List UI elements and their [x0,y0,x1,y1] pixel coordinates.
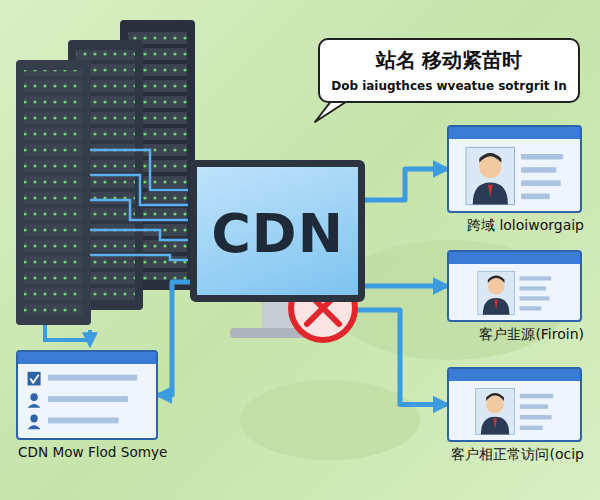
cdn-monitor: CDN [190,160,365,302]
data-wires [90,150,188,260]
bubble-note: Dob iaiugthces wveatue sotrgrit In [330,79,568,93]
user-icon [453,268,576,318]
flow-arrow [365,169,447,200]
checklist-icon [22,366,152,436]
browser-window: 客户韭源(Firoin) [447,250,582,322]
window-title-bar [449,127,580,139]
speech-bubble: 站名 移动紧苗时 Dob iaiugthces wveatue sotrgrit … [318,38,580,103]
window-label: 客户相正常访问(ocip [451,446,584,464]
window-label: CDN Mow Flod Somye [18,444,167,460]
cdn-label: CDN [211,207,344,261]
window-title-bar [449,252,580,264]
window-title-bar [18,352,156,364]
window-title-bar [449,369,580,381]
server-racks [16,20,195,325]
window-label: 跨域 loloiworgaip [467,217,584,235]
flow-arrow [365,284,447,289]
server-arrow [45,325,90,340]
bubble-heading: 站名 移动紧苗时 [330,48,568,73]
flow-arrow [158,282,190,395]
browser-window: 跨域 loloiworgaip [447,125,582,213]
window-label: 客户韭源(Firoin) [479,326,584,344]
browser-window: CDN Mow Flod Somye [16,350,158,440]
user-icon [453,385,576,438]
browser-window: 客户相正常访问(ocip [447,367,582,442]
server-arrow-head [88,330,92,345]
user-icon [453,143,576,209]
